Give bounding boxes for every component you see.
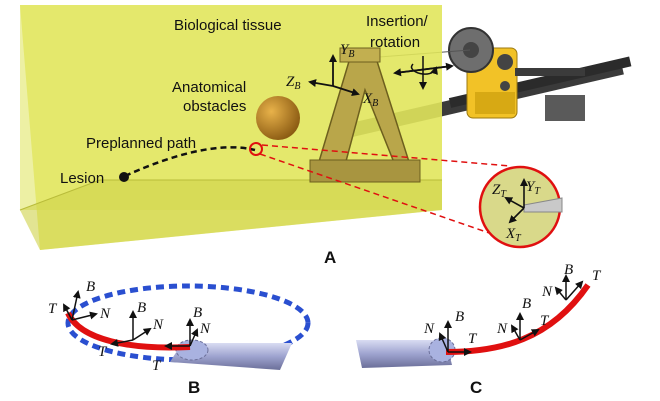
label-c-b-3: B: [564, 262, 573, 278]
label-c-b-1: B: [455, 309, 464, 325]
label-c-n-1: N: [423, 321, 435, 337]
tip-frame-y: YT: [526, 179, 541, 197]
label-c-t-3: T: [592, 268, 602, 284]
frame-labels-b: B T N B N T B N T: [48, 279, 211, 374]
obstacles-label-1: Anatomical: [172, 79, 246, 96]
panel-c-letter: C: [470, 378, 482, 397]
anatomical-obstacle: [256, 96, 300, 140]
label-c-n-2: N: [496, 321, 508, 337]
label-n-3: N: [199, 321, 211, 337]
insertion-rotation-arrows: [393, 56, 454, 90]
obstacles-label-2: obstacles: [183, 98, 246, 115]
base-frame-z: ZB: [286, 74, 300, 92]
label-b-3: B: [193, 305, 202, 321]
panel-a: YT ZT XT YB ZB XB Biological tissue Inse…: [19, 5, 632, 267]
tip-frame-z: ZT: [492, 182, 507, 200]
label-n-2: N: [152, 317, 164, 333]
panel-b-letter: B: [188, 378, 200, 397]
base-frame-x: XB: [362, 91, 378, 109]
zoom-line-bottom: [259, 153, 499, 237]
label-t-1: T: [48, 301, 58, 317]
needle-holder-stand: [309, 47, 421, 183]
label-c-b-2: B: [522, 296, 531, 312]
insertion-label-2: rotation: [370, 34, 420, 51]
preplanned-path: [124, 146, 256, 178]
tip-frame-x: XT: [505, 226, 522, 244]
zoom-line-top: [261, 144, 511, 167]
frame-labels-c: B N T B N T B N T: [423, 262, 602, 347]
panel-b: B T N B N T B N T B: [48, 279, 311, 397]
label-n-1: N: [99, 306, 111, 322]
label-b-2: B: [137, 300, 146, 316]
base-frame-axes: YB ZB XB: [286, 42, 378, 109]
lesion-dot: [119, 172, 129, 182]
needle-tip-marker: [249, 142, 263, 156]
base-frame-y: YB: [340, 42, 354, 60]
path-label: Preplanned path: [86, 135, 196, 152]
panel-c: B N T B N T B N T C: [356, 262, 602, 397]
tissue-label: Biological tissue: [174, 17, 282, 34]
zoom-inset: YT ZT XT: [478, 165, 563, 249]
label-t-2: T: [98, 344, 108, 360]
insertion-label-1: Insertion/: [366, 13, 429, 30]
label-t-3: T: [152, 358, 162, 374]
panel-a-letter: A: [324, 248, 336, 267]
lesion-label: Lesion: [60, 170, 104, 187]
label-b-1: B: [86, 279, 95, 295]
label-c-t-2: T: [540, 313, 550, 329]
label-c-t-1: T: [468, 331, 478, 347]
frenet-frames-c: [438, 274, 584, 356]
needle-shaft-c: [356, 337, 456, 368]
frenet-frames-b: [63, 290, 199, 350]
label-c-n-3: N: [541, 284, 553, 300]
